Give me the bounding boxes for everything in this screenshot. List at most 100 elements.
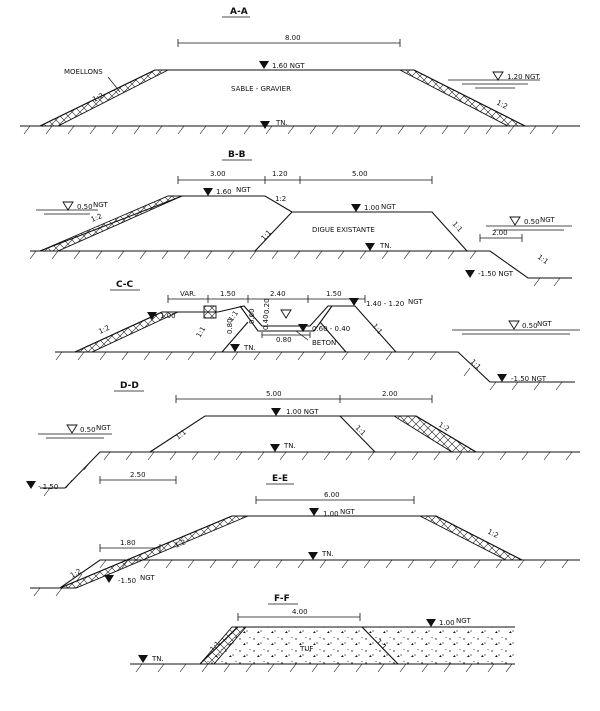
section-c-c-dim-b: 2.40 xyxy=(270,290,286,298)
section-c-c-wall-h3: 0.80 xyxy=(226,318,234,334)
section-b-b-existing-dike-profile xyxy=(254,211,468,252)
section-b-b-dim-low: 2.00 xyxy=(492,229,508,237)
section-c-c-inner-slope-left xyxy=(221,321,249,353)
section-f-f-fill-label: TUF xyxy=(299,645,313,653)
section-d-d-dim-right: 2.00 xyxy=(382,390,398,398)
section-d-d-inner-slope xyxy=(339,415,376,453)
section-c-c-dike-profile xyxy=(74,305,397,353)
section-b-b-right-water-marker xyxy=(509,216,521,226)
section-b-b-crest-level: 1.60 xyxy=(216,188,232,196)
section-f-f-dim-top: 4.00 xyxy=(292,608,308,616)
section-b-b: B-B 3.00 1.20 5.00 1.60 NGT 1.00 NGT DIG… xyxy=(29,150,572,287)
section-f-f-crest-marker xyxy=(426,619,436,627)
section-e-e-title: E-E xyxy=(272,474,288,484)
section-a-a-title: A-A xyxy=(230,7,248,17)
section-f-f-ground-label: TN. xyxy=(151,655,164,663)
section-c-c-bottom-marker xyxy=(497,374,507,382)
section-c-c-concrete-channel xyxy=(239,305,333,332)
section-a-a-core-note: SABLE - GRAVIER xyxy=(231,85,291,93)
section-c-c-bottom-level: -1.50 NGT xyxy=(511,375,547,383)
section-d-d-left-water-marker xyxy=(66,424,78,434)
section-a-a-ground-hatch xyxy=(23,125,559,135)
section-e-e-left-slope-lower: 1:2 xyxy=(69,567,83,580)
section-b-b-far-slope: 1:1 xyxy=(536,253,550,266)
section-d-d-dim-top: 5.00 xyxy=(266,390,282,398)
section-e-e-dim-top: 6.00 xyxy=(324,491,340,499)
section-c-c-crest-left: 1.00 xyxy=(160,312,176,320)
section-c-c-var-label: VAR. xyxy=(180,290,196,298)
section-c-c-dim-a: 1.50 xyxy=(220,290,236,298)
section-c-c-ground-marker xyxy=(230,344,240,352)
section-b-b-left-water-level: 0.50 xyxy=(77,203,93,211)
section-c-c-right-crest-marker xyxy=(349,298,359,306)
section-c-c-right-water-marker xyxy=(508,320,520,330)
section-e-e-bottom-ngt: NGT xyxy=(140,574,155,582)
section-b-b-right-water-level: 0.50 xyxy=(524,218,540,226)
section-b-b-crest-ngt: NGT xyxy=(236,186,251,194)
section-c-c-channel-bottom: 0.60 - 0.40 xyxy=(312,325,350,333)
section-e-e: E-E 6.00 1.00 NGT 1.80 -1.50 NGT TN. 1:2… xyxy=(30,474,580,597)
section-d-d: D-D 5.00 2.00 1.00 NGT 0.50 NGT 2.50 - 1… xyxy=(26,381,580,497)
section-d-d-bottom-level: - 1.50 xyxy=(38,483,58,491)
section-e-e-bottom-marker xyxy=(104,575,114,583)
section-e-e-crest-marker xyxy=(309,508,319,516)
section-e-e-right-slope: 1:2 xyxy=(486,528,500,540)
section-c-c-riprap-slope: 1:2 xyxy=(97,324,111,336)
section-b-b-ground-marker xyxy=(365,243,375,251)
section-d-d-left-slope: 1:1 xyxy=(174,428,188,441)
section-c-c-crest-marker xyxy=(147,312,157,320)
section-d-d-dike-profile xyxy=(149,415,477,453)
section-b-b-existing-left-slope: 1:1 xyxy=(260,229,274,243)
section-d-d-ground-hatch xyxy=(43,451,573,497)
section-a-a-water-marker xyxy=(492,71,504,81)
section-b-b-dim-mid: 1.20 xyxy=(272,170,288,178)
section-c-c-base-width: 0.80 xyxy=(276,336,292,344)
section-c-c-ground-line xyxy=(55,351,575,383)
section-b-b-existing-right-slope: 1:1 xyxy=(451,220,464,234)
section-b-b-dim-left: 3.00 xyxy=(210,170,226,178)
section-f-f-dike-profile xyxy=(199,626,515,665)
section-a-a-right-slope: 1:2 xyxy=(495,99,509,111)
section-a-a-water-level: 1.20 NGT. xyxy=(507,73,541,81)
section-c-c-slope-a: 1:1 xyxy=(195,325,208,339)
section-c-c-dim-c: 1.50 xyxy=(326,290,342,298)
section-d-d-ground-line xyxy=(40,451,580,489)
section-b-b-crest-slope: 1:2 xyxy=(275,195,286,203)
section-c-c-concrete-leader xyxy=(295,330,309,341)
section-e-e-ground-marker xyxy=(308,552,318,560)
section-d-d-bottom-marker xyxy=(26,481,36,489)
section-a-a-riprap-leader xyxy=(107,76,121,93)
section-c-c-wall-h1: 0.20 xyxy=(263,298,271,314)
section-a-a-riprap-label: MOELLONS xyxy=(64,68,103,76)
section-b-b-left-water-ngt: NGT xyxy=(93,201,108,209)
section-a-a-ground-marker xyxy=(260,121,270,129)
section-f-f-crest-level: 1.00 xyxy=(439,619,455,627)
section-d-d-right-slope: 1:1 xyxy=(354,424,368,438)
section-a-a-width-label: 8.00 xyxy=(285,34,301,42)
section-b-b-right-water-ngt: NGT xyxy=(540,216,555,224)
section-b-b-dike-ngt: NGT xyxy=(381,203,396,211)
section-d-d-ground-marker xyxy=(270,444,280,452)
section-d-d-riprap xyxy=(392,415,478,453)
section-f-f-tuff-fill xyxy=(200,627,515,664)
section-c-c: C-C VAR. 1.50 2.40 1.50 1.00 1.40 - 1.20… xyxy=(55,280,580,391)
section-f-f-crest-ngt: NGT xyxy=(456,617,471,625)
section-b-b-dike-marker xyxy=(351,204,361,212)
section-c-c-title: C-C xyxy=(116,280,134,290)
section-a-a-crest-marker xyxy=(259,61,269,69)
section-d-d-crest-level: 1.00 NGT xyxy=(286,408,319,416)
section-b-b-left-water-marker xyxy=(62,201,74,211)
section-c-c-inner-slope-right xyxy=(319,321,347,353)
section-c-c-ground-hatch xyxy=(55,351,563,391)
section-c-c-crest-right: 1.40 - 1.20 xyxy=(366,300,404,308)
section-f-f-ground-marker xyxy=(138,655,148,663)
section-e-e-ground-hatch xyxy=(33,559,569,597)
section-e-e-ground-line xyxy=(30,559,580,589)
section-b-b-ground-label: TN. xyxy=(379,242,392,250)
section-b-b-new-dike-profile xyxy=(39,195,293,252)
section-c-c-channel-marker xyxy=(298,324,308,332)
section-c-c-concrete-label: BETON xyxy=(312,339,336,347)
section-b-b-dim-right: 5.00 xyxy=(352,170,368,178)
section-f-f-title: F-F xyxy=(274,594,290,604)
section-b-b-bottom-marker xyxy=(465,270,475,278)
